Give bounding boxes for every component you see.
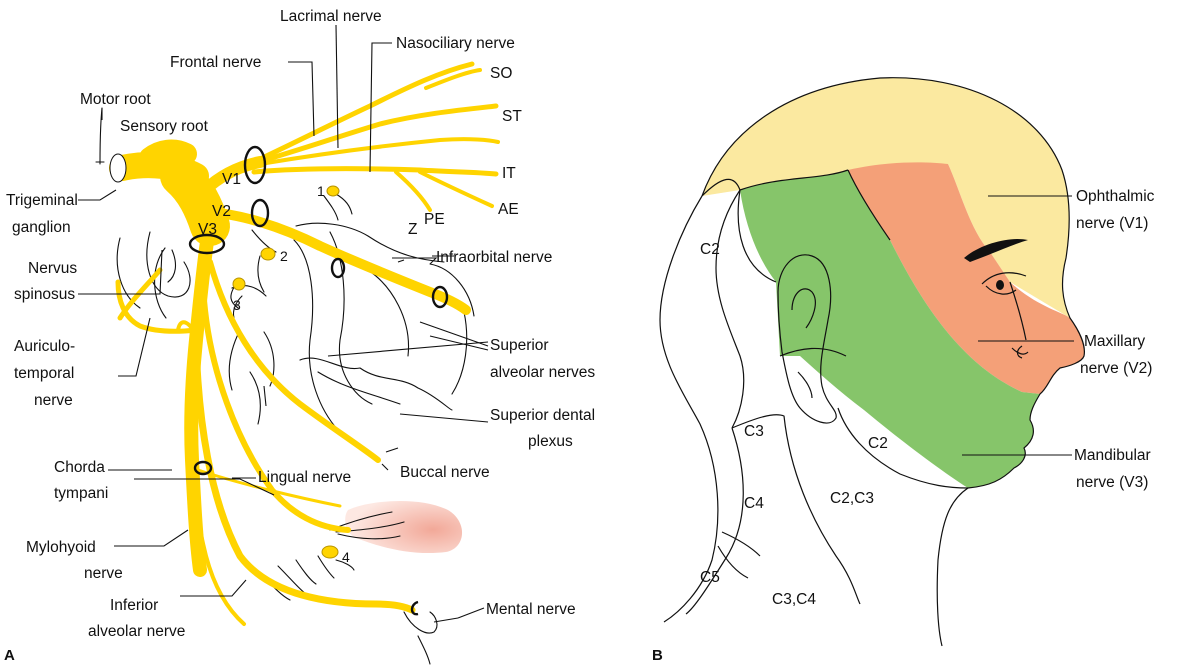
label-superior-alveolar-1: Superior [490, 337, 549, 354]
label-maxillary-1: Maxillary [1084, 333, 1145, 350]
ganglion-3 [233, 278, 245, 290]
label-st: ST [502, 108, 522, 125]
label-c2-c3: C2,C3 [830, 490, 874, 507]
label-mylohyoid-nerve-2: nerve [84, 565, 123, 582]
label-trigeminal-ganglion-1: Trigeminal [6, 192, 78, 209]
panel-a-diagram: Lacrimal nerve Nasociliary nerve Frontal… [4, 8, 595, 664]
label-ophthalmic-1: Ophthalmic [1076, 188, 1155, 205]
ring-zygomatic [332, 259, 344, 277]
label-lingual-nerve: Lingual nerve [258, 469, 351, 486]
label-ganglion-4: 4 [342, 549, 350, 565]
label-mylohyoid-nerve-1: Mylohyoid [26, 539, 96, 556]
label-mandibular-2: nerve (V3) [1076, 474, 1148, 491]
label-superior-alveolar-2: alveolar nerves [490, 364, 595, 381]
sensory-root-cap [110, 154, 126, 182]
label-buccal-nerve: Buccal nerve [400, 464, 490, 481]
label-c2-neck: C2 [868, 435, 888, 452]
ganglion-2 [261, 248, 275, 260]
label-so: SO [490, 65, 512, 82]
label-c3-c4: C3,C4 [772, 591, 816, 608]
label-c3: C3 [744, 423, 764, 440]
label-ophthalmic-2: nerve (V1) [1076, 215, 1148, 232]
ganglion-4 [322, 546, 338, 558]
label-superior-dental-plexus-1: Superior dental [490, 407, 595, 424]
panel-label-a: A [4, 647, 15, 664]
label-pe: PE [424, 211, 445, 228]
ring-mental [412, 602, 418, 614]
label-nervus-spinosus-1: Nervus [28, 260, 77, 277]
label-nasociliary-nerve: Nasociliary nerve [396, 35, 515, 52]
label-maxillary-2: nerve (V2) [1080, 360, 1152, 377]
label-nervus-spinosus-2: spinosus [14, 286, 75, 303]
label-chorda-tympani-2: tympani [54, 485, 108, 502]
ear-helix [798, 372, 812, 398]
label-trigeminal-ganglion-2: ganglion [12, 219, 71, 236]
label-infraorbital-nerve: Infraorbital nerve [436, 249, 552, 266]
tongue-shape [345, 501, 462, 553]
label-inferior-alveolar-2: alveolar nerve [88, 623, 185, 640]
label-ganglion-2: 2 [280, 248, 288, 264]
label-auriculotemporal-2: temporal [14, 365, 74, 382]
label-auriculotemporal-1: Auriculo- [14, 338, 75, 355]
label-it: IT [502, 165, 516, 182]
label-ganglion-1: 1 [317, 183, 325, 199]
label-lacrimal-nerve: Lacrimal nerve [280, 8, 382, 25]
panel-label-b: B [652, 647, 663, 664]
label-v2: V2 [212, 203, 231, 220]
label-frontal-nerve: Frontal nerve [170, 54, 261, 71]
label-ganglion-3: 3 [233, 297, 241, 313]
label-inferior-alveolar-1: Inferior [110, 597, 158, 614]
label-auriculotemporal-3: nerve [34, 392, 73, 409]
label-chorda-tympani-1: Chorda [54, 459, 105, 476]
label-c4: C4 [744, 495, 764, 512]
label-mandibular-1: Mandibular [1074, 447, 1151, 464]
label-v1: V1 [222, 171, 241, 188]
label-v3: V3 [198, 221, 217, 238]
label-superior-dental-plexus-2: plexus [528, 433, 573, 450]
label-sensory-root: Sensory root [120, 118, 209, 135]
panel-b-diagram: Ophthalmic nerve (V1) Maxillary nerve (V… [652, 78, 1155, 664]
label-z: Z [408, 221, 417, 238]
label-mental-nerve: Mental nerve [486, 601, 576, 618]
label-c2-back: C2 [700, 241, 720, 258]
ganglion-1 [327, 186, 339, 196]
label-c5: C5 [700, 569, 720, 586]
eye-iris [996, 280, 1004, 290]
label-ae: AE [498, 201, 519, 218]
label-motor-root: Motor root [80, 91, 151, 108]
